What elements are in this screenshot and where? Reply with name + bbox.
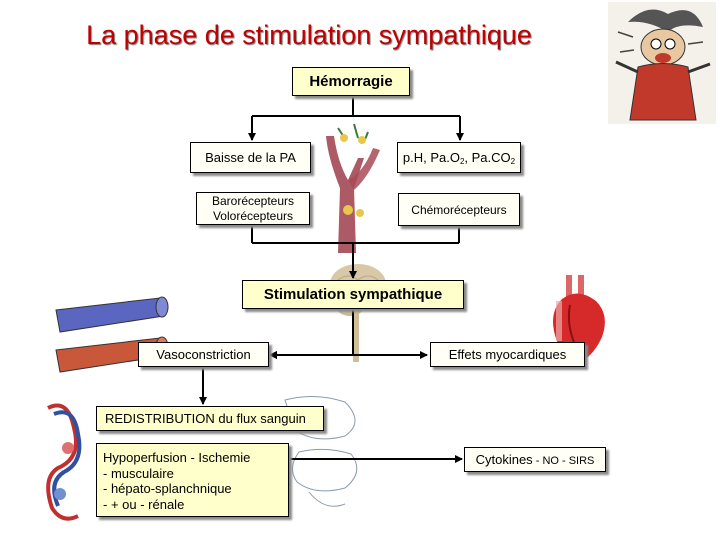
carotid-artery-icon [326,123,380,253]
page-title: La phase de stimulation sympathique [86,20,532,50]
chemorecepteurs-box: Chémorécepteurs [398,193,520,226]
ph-pao2-paco2-box: p.H, Pa.O2, Pa.CO2 [397,142,521,173]
ph-pao2-paco2-label: p.H, Pa.O2, Pa.CO2 [402,149,516,166]
redistribution-box: REDISTRIBUTION du flux sanguin [96,406,324,431]
digestive-organs-icon [284,396,358,507]
hemorragie-box: Hémorragie [292,67,410,96]
baisse-pa-box: Baisse de la PA [190,142,311,173]
chemorecepteurs-label: Chémorécepteurs [411,202,507,217]
vasoconstriction-box: Vasoconstriction [138,342,269,367]
redistribution-label: REDISTRIBUTION du flux sanguin [105,411,306,426]
barorecepteurs-box: Barorécepteurs Volorécepteurs [196,192,310,225]
musculaire-line: - musculaire [103,465,174,481]
effets-myocardiques-label: Effets myocardiques [448,347,567,362]
vasoconstriction-label: Vasoconstriction [156,347,251,362]
stimulation-sympathique-label: Stimulation sympathique [263,286,443,303]
hypoperfusion-box: Hypoperfusion - Ischemie - musculaire - … [96,443,289,517]
renale-line: - + ou - rénale [103,496,185,512]
hypoperfusion-line: Hypoperfusion - Ischemie [103,450,251,465]
cartoon-character-icon [608,2,716,124]
volorecepteurs-label: Volorécepteurs [212,208,294,223]
cytokines-label: Cytokines - NO - SIRS [475,452,595,467]
baisse-pa-label: Baisse de la PA [205,150,296,165]
barorecepteurs-label: Barorécepteurs [211,193,295,208]
hemorragie-label: Hémorragie [309,73,393,90]
stimulation-sympathique-box: Stimulation sympathique [242,280,464,309]
effets-myocardiques-box: Effets myocardiques [430,342,585,367]
cytokines-box: Cytokines - NO - SIRS [464,447,606,472]
kidney-circulation-icon [46,403,82,521]
blood-vessels-icon [54,290,172,373]
hepato-splanchnique-line: - hépato-splanchnique [103,481,232,496]
